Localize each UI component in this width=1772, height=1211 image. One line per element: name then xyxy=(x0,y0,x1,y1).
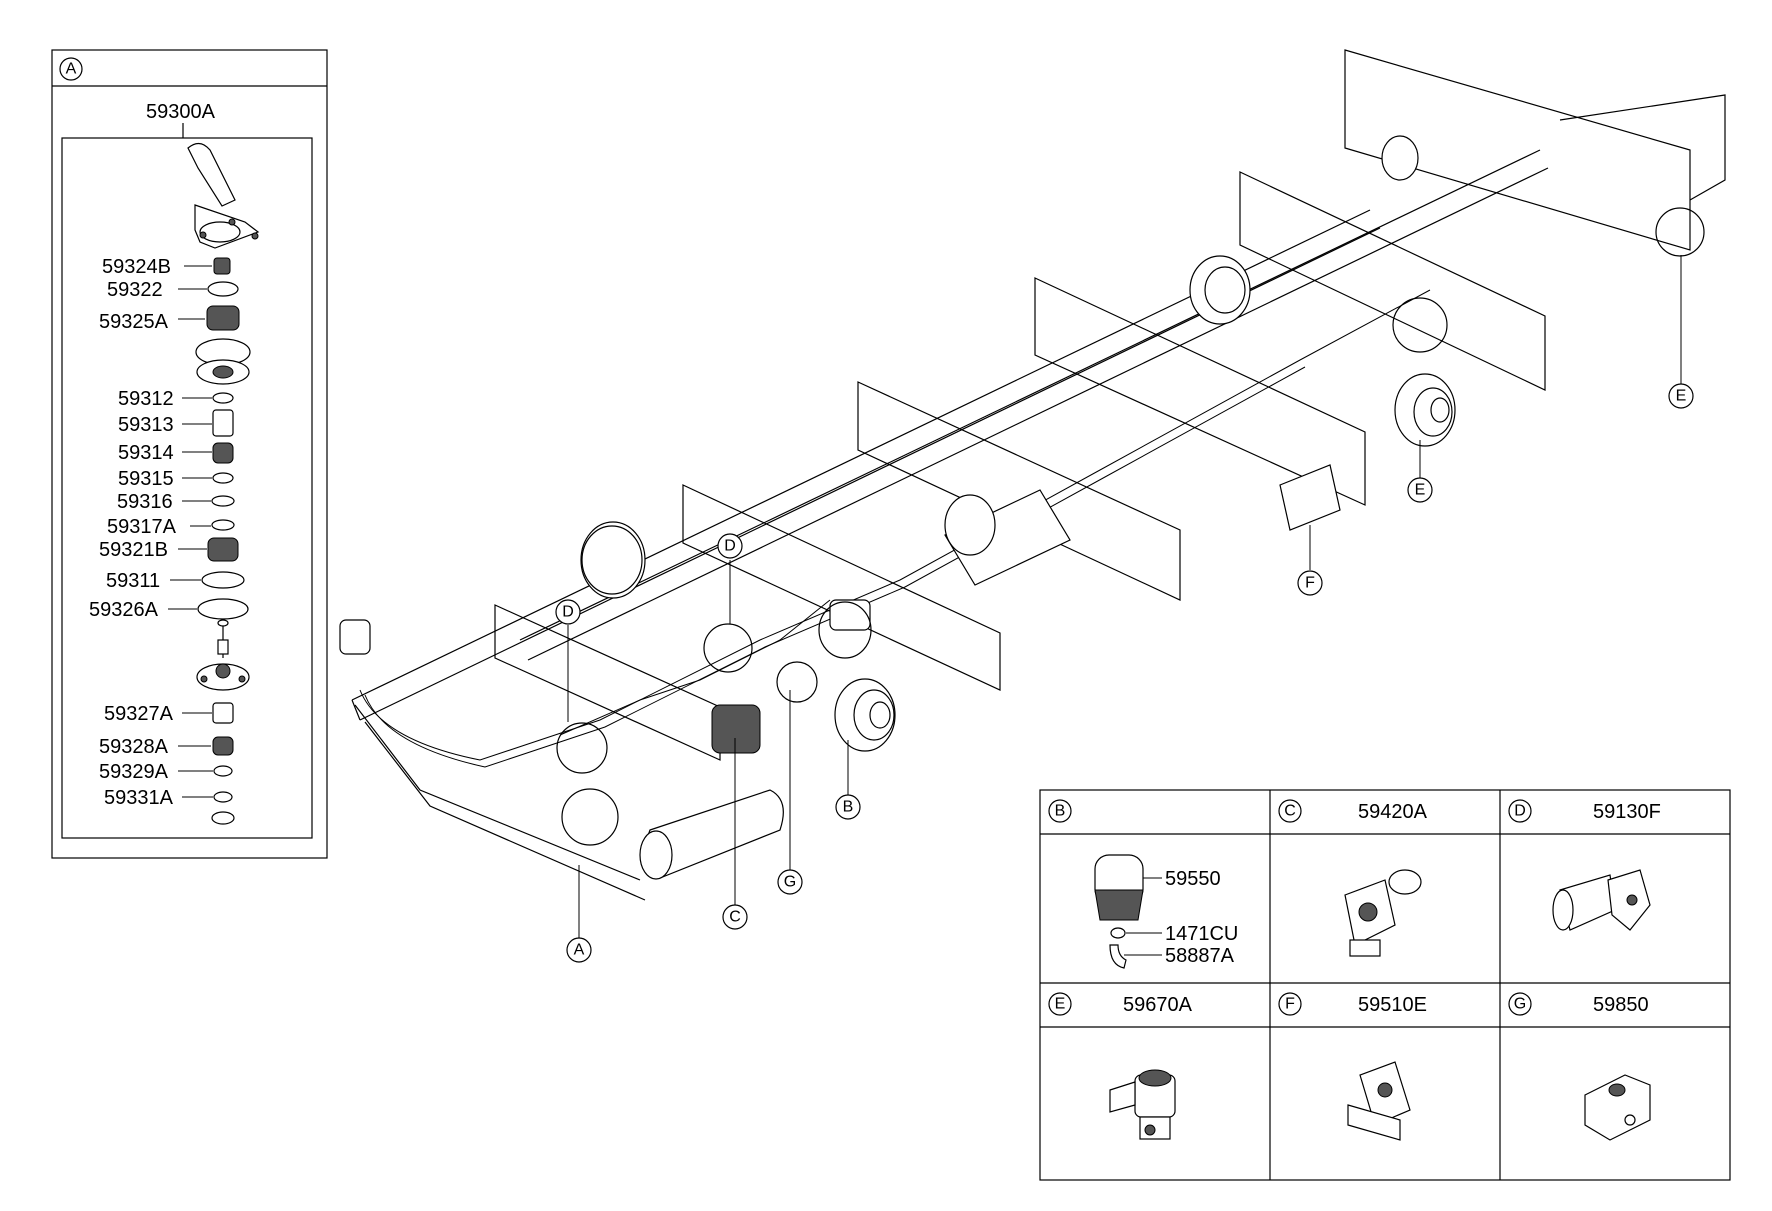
part-label: 59316 xyxy=(117,491,173,513)
callout-c-circle xyxy=(722,904,748,930)
panel-a-labels: 59324B 59322 59325A 59312 59313 59314 59… xyxy=(89,256,213,809)
table-b-part-2: 1471CU xyxy=(1165,923,1238,945)
brake-valve-pedal-drawing xyxy=(187,142,260,249)
table-g-letter: G xyxy=(1514,996,1526,1013)
table-d-letter: D xyxy=(1514,803,1526,820)
callout-d-right: D xyxy=(724,538,736,555)
callout-d-circle xyxy=(717,533,743,559)
callout-g-circle xyxy=(777,869,803,895)
relay-valve-drawing xyxy=(1344,869,1422,957)
part-label: 59325A xyxy=(99,311,169,333)
part-label: 59331A xyxy=(104,787,174,809)
callout-f: F xyxy=(1305,575,1315,592)
part-label: 59326A xyxy=(89,599,159,621)
callouts: A B C D D E E F G xyxy=(555,383,1694,963)
table-b-part-1: 59550 xyxy=(1165,868,1221,890)
assembly-part-number: 59300A xyxy=(146,101,216,123)
panel-a-letter-circle xyxy=(59,57,83,81)
part-label: 59315 xyxy=(118,468,174,490)
part-label: 59329A xyxy=(99,761,169,783)
check-valve-drawing xyxy=(1584,1074,1651,1141)
table-e-part: 59670A xyxy=(1123,994,1193,1016)
callout-c: C xyxy=(729,909,741,926)
part-label: 59314 xyxy=(118,442,174,464)
part-label: 59324B xyxy=(102,256,171,278)
air-dryer-drawing xyxy=(1094,854,1144,969)
callout-d-circle xyxy=(555,599,581,625)
part-label: 59328A xyxy=(99,736,169,758)
table-b-part-3: 58887A xyxy=(1165,945,1235,967)
callout-d-left: D xyxy=(562,604,574,621)
callout-a-circle xyxy=(566,937,592,963)
part-label: 59322 xyxy=(107,279,163,301)
table-c-letter: C xyxy=(1284,803,1296,820)
panel-a-letter: A xyxy=(66,61,77,78)
table-c-part: 59420A xyxy=(1358,801,1428,823)
chassis-frame-drawing xyxy=(351,49,1726,901)
callout-b: B xyxy=(843,799,854,816)
parts-stack xyxy=(195,257,251,825)
callout-a: A xyxy=(574,942,585,959)
table-g-part: 59850 xyxy=(1593,994,1649,1016)
callout-f-circle xyxy=(1297,570,1323,596)
part-label: 59327A xyxy=(104,703,174,725)
part-label: 59311 xyxy=(106,570,160,592)
callout-e-circle xyxy=(1407,477,1433,503)
panel-a: A 59300A xyxy=(51,49,328,859)
callout-e-far: E xyxy=(1676,388,1687,405)
callout-e-circle xyxy=(1668,383,1694,409)
callout-b-circle xyxy=(835,794,861,820)
parts-table: B 59550 1471CU 58887A C 59420A D 59130F xyxy=(1039,789,1731,1181)
table-f-letter: F xyxy=(1285,996,1295,1013)
solenoid-valve-drawing xyxy=(1109,1069,1176,1140)
brake-chamber-drawing xyxy=(1552,869,1651,931)
table-e-letter: E xyxy=(1055,996,1066,1013)
part-label: 59312 xyxy=(118,388,174,410)
table-f-part: 59510E xyxy=(1358,994,1427,1016)
part-label: 59321B xyxy=(99,539,168,561)
callout-leaders xyxy=(567,255,1682,940)
protection-valve-drawing xyxy=(1347,1061,1411,1141)
part-label: 59313 xyxy=(118,414,174,436)
callout-e-near: E xyxy=(1415,482,1426,499)
callout-g: G xyxy=(784,874,796,891)
part-label: 59317A xyxy=(107,516,177,538)
table-d-part: 59130F xyxy=(1593,801,1661,823)
table-b-letter: B xyxy=(1055,803,1066,820)
chassis-components xyxy=(339,135,1705,880)
